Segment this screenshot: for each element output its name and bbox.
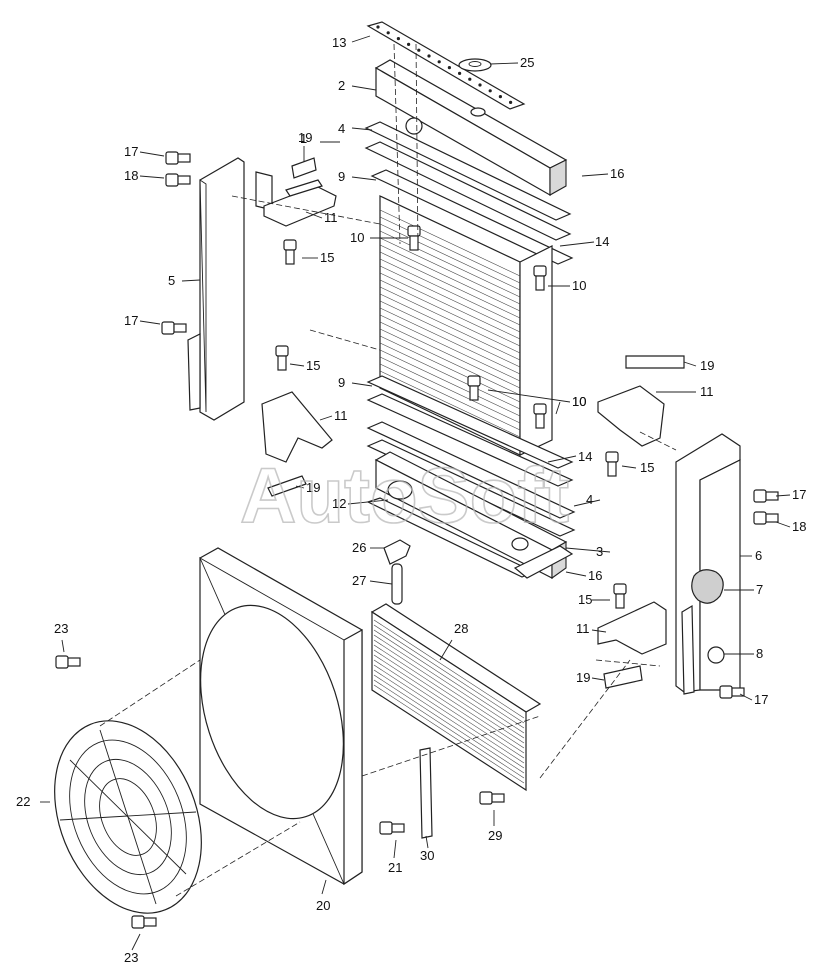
bolt-icon	[753, 511, 779, 525]
radiator-core	[379, 195, 553, 456]
callout-label-17: 17	[124, 313, 138, 328]
top-perforated-strip	[366, 21, 526, 110]
assembly-guide-lines	[99, 43, 677, 897]
condenser-core	[370, 603, 542, 792]
callout-label-16: 16	[610, 166, 624, 181]
radiator-top-tank	[374, 59, 568, 197]
callout-label-4: 4	[338, 121, 345, 136]
callout-label-2: 2	[338, 78, 345, 93]
fan-guard	[54, 720, 202, 914]
callout-label-8: 8	[756, 646, 763, 661]
callout-label-10: 10	[350, 230, 364, 245]
callout-label-10: 10	[572, 278, 586, 293]
callout-label-12: 12	[332, 496, 346, 511]
watermark-text: AutoSoft	[240, 451, 569, 539]
bolt-icon	[55, 655, 81, 669]
clamp-fitting	[707, 646, 725, 664]
callout-label-18: 18	[792, 519, 806, 534]
callout-label-15: 15	[640, 460, 654, 475]
callout-label-14: 14	[578, 449, 592, 464]
callout-label-9: 9	[338, 169, 345, 184]
callout-label-15: 15	[578, 592, 592, 607]
fan-shroud	[199, 547, 363, 886]
bolt-icon	[407, 225, 421, 251]
bottom-perforated-strip	[366, 497, 574, 579]
callout-label-23: 23	[54, 621, 68, 636]
callout-label-14: 14	[595, 234, 609, 249]
callout-label-18: 18	[124, 168, 138, 183]
callout-label-20: 20	[316, 898, 330, 913]
callout-label-19: 19	[700, 358, 714, 373]
drain-valve	[383, 539, 411, 565]
callout-label-17: 17	[792, 487, 806, 502]
bolt-icon	[613, 583, 627, 609]
callout-label-19: 19	[306, 480, 320, 495]
seal-strip	[419, 747, 433, 839]
callout-label-10: 10	[572, 394, 586, 409]
callout-label-30: 30	[420, 848, 434, 863]
callout-label-13: 13	[332, 35, 346, 50]
callout-label-9: 9	[338, 375, 345, 390]
callout-label-6: 6	[755, 548, 762, 563]
callout-label-27: 27	[352, 573, 366, 588]
bolt-icon	[131, 915, 157, 929]
bolt-icon	[719, 685, 745, 699]
callout-label-7: 7	[756, 582, 763, 597]
lower-left-mount-bracket	[261, 391, 333, 463]
callout-label-23: 23	[124, 950, 138, 965]
callout-label-22: 22	[16, 794, 30, 809]
part-callouts: 1234456789910101010111111111213141415151…	[16, 35, 806, 965]
callout-label-10: 10	[572, 394, 586, 409]
radiator-cap	[458, 58, 492, 72]
bolt-icon	[165, 173, 191, 187]
bolt-icon	[165, 151, 191, 165]
callout-label-11: 11	[324, 210, 338, 225]
callout-label-25: 25	[520, 55, 534, 70]
lower-gasket-plates	[366, 375, 576, 537]
callout-label-21: 21	[388, 860, 402, 875]
callout-label-15: 15	[320, 250, 334, 265]
callout-label-28: 28	[454, 621, 468, 636]
bolt-icon	[753, 489, 779, 503]
callout-label-26: 26	[352, 540, 366, 555]
drain-pipe	[391, 563, 403, 605]
bolt-icon	[533, 265, 547, 291]
callout-label-17: 17	[754, 692, 768, 707]
bolt-icon	[605, 451, 619, 477]
bolt-icon	[479, 791, 505, 805]
callout-label-11: 11	[334, 408, 348, 423]
bolt-icon	[467, 375, 481, 401]
upper-left-mount-bracket	[263, 179, 337, 227]
callout-label-3: 3	[596, 544, 603, 559]
callout-label-5: 5	[168, 273, 175, 288]
callout-label-19: 19	[576, 670, 590, 685]
callout-label-11: 11	[700, 384, 714, 399]
callout-label-1: 1	[300, 131, 307, 146]
callout-label-11: 11	[576, 621, 590, 636]
callout-label-17: 17	[124, 144, 138, 159]
rubber-pads	[267, 157, 685, 689]
callout-label-15: 15	[306, 358, 320, 373]
bolt-icon	[533, 403, 547, 429]
callout-label-4: 4	[586, 492, 593, 507]
callout-label-16: 16	[588, 568, 602, 583]
left-side-bracket	[187, 157, 273, 421]
rubber-grommet	[691, 569, 724, 604]
callout-label-19: 19	[298, 130, 312, 145]
bolt-icon	[275, 345, 289, 371]
callout-label-29: 29	[488, 828, 502, 843]
bolt-icon	[161, 321, 187, 335]
upper-right-mount-bracket	[597, 385, 665, 447]
bolt-icon	[283, 239, 297, 265]
bolt-icon	[379, 821, 405, 835]
lower-right-mount-bracket	[597, 601, 667, 655]
